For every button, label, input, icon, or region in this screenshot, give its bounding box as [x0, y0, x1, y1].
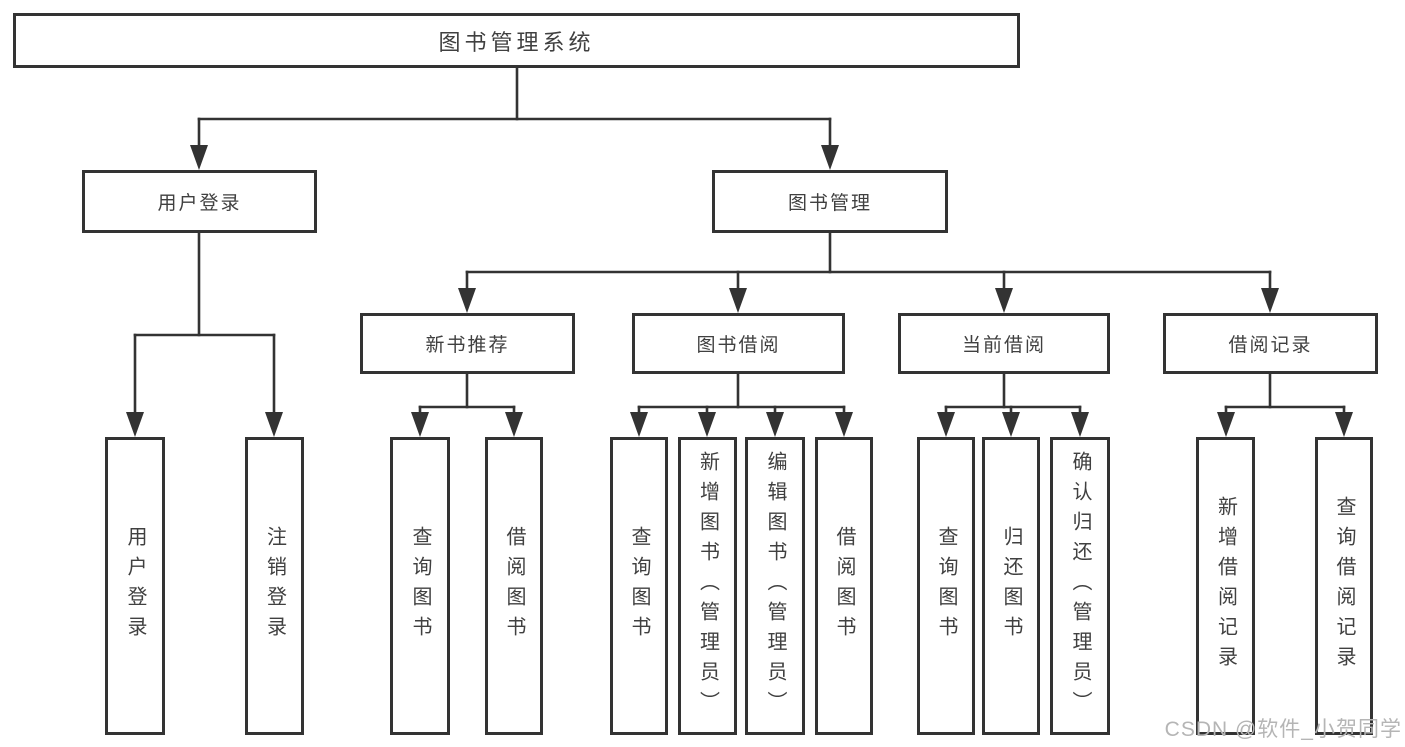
- node-borrow-records-label: 借阅记录: [1228, 335, 1313, 356]
- node-user-login-label: 用户登录: [157, 193, 242, 214]
- node-current-borrow: 当前借阅: [898, 313, 1110, 374]
- leaf-new-books-query: 查询图书: [390, 437, 450, 735]
- leaf-label: 借阅图书: [503, 526, 525, 646]
- leaf-label: 确认归还（管理员）: [1069, 451, 1091, 721]
- connector-borrow-records-to-leaves: [1217, 372, 1353, 437]
- node-new-books-label: 新书推荐: [425, 335, 510, 356]
- leaf-current-confirm-admin: 确认归还（管理员）: [1050, 437, 1110, 735]
- leaf-borrow-borrow: 借阅图书: [815, 437, 873, 735]
- node-book-borrow: 图书借阅: [632, 313, 845, 374]
- leaf-label: 查询借阅记录: [1333, 496, 1355, 676]
- leaf-label: 用户登录: [124, 526, 146, 646]
- leaf-borrow-query: 查询图书: [610, 437, 668, 735]
- leaf-label: 编辑图书（管理员）: [764, 451, 786, 721]
- connector-current-borrow-to-leaves: [937, 372, 1089, 437]
- node-root-label: 图书管理系统: [438, 29, 595, 55]
- leaf-label: 查询图书: [935, 526, 957, 646]
- node-current-borrow-label: 当前借阅: [961, 335, 1046, 356]
- node-root: 图书管理系统: [13, 13, 1020, 68]
- leaf-label: 新增图书（管理员）: [696, 451, 719, 721]
- node-new-books: 新书推荐: [360, 313, 575, 374]
- node-book-management-label: 图书管理: [787, 193, 872, 214]
- leaf-label: 注销登录: [263, 526, 286, 646]
- leaf-label: 查询图书: [409, 526, 431, 646]
- leaf-label: 借阅图书: [833, 526, 855, 646]
- connector-root-to-level2: [190, 66, 839, 170]
- leaf-current-return: 归还图书: [982, 437, 1040, 735]
- csdn-watermark: CSDN @软件_小贺同学: [1164, 718, 1402, 741]
- leaf-borrow-add-admin: 新增图书（管理员）: [678, 437, 737, 735]
- node-book-management: 图书管理: [712, 170, 948, 233]
- leaf-borrow-edit-admin: 编辑图书（管理员）: [745, 437, 805, 735]
- leaf-logout: 注销登录: [245, 437, 304, 735]
- node-user-login: 用户登录: [82, 170, 317, 233]
- connector-new-books-to-leaves: [411, 372, 523, 437]
- leaf-label: 新增借阅记录: [1214, 496, 1237, 676]
- connector-book-borrow-to-leaves: [630, 372, 853, 437]
- node-borrow-records: 借阅记录: [1163, 313, 1378, 374]
- leaf-new-books-borrow: 借阅图书: [485, 437, 543, 735]
- leaf-label: 归还图书: [1000, 526, 1022, 646]
- leaf-records-add: 新增借阅记录: [1196, 437, 1255, 735]
- connector-book-mgmt-to-level3: [458, 231, 1279, 313]
- connector-user-login-to-leaves: [126, 231, 283, 437]
- node-book-borrow-label: 图书借阅: [696, 335, 781, 356]
- leaf-current-query: 查询图书: [917, 437, 975, 735]
- leaf-user-login: 用户登录: [105, 437, 165, 735]
- leaf-label: 查询图书: [628, 526, 650, 646]
- leaf-records-query: 查询借阅记录: [1315, 437, 1373, 735]
